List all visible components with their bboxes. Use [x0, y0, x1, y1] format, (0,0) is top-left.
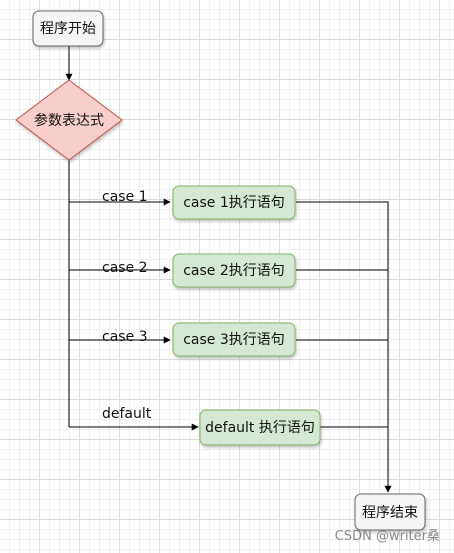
node-end[interactable]: 程序结束 — [354, 493, 426, 531]
edge-label-case2: case 2 — [102, 260, 148, 276]
node-case2-label: case 2执行语句 — [183, 263, 285, 279]
edge-case1-to-end — [296, 201, 392, 493]
node-decision-label: 参数表达式 — [34, 112, 104, 129]
node-case2[interactable]: case 2执行语句 — [172, 253, 296, 288]
node-default[interactable]: default 执行语句 — [199, 409, 321, 446]
edge-label-case3: case 3 — [102, 329, 148, 345]
node-case3[interactable]: case 3执行语句 — [172, 322, 296, 357]
node-start-label: 程序开始 — [40, 21, 96, 37]
node-start[interactable]: 程序开始 — [32, 10, 104, 47]
watermark: CSDN @writer桑 — [334, 529, 440, 544]
edge-label-case1: case 1 — [102, 189, 148, 205]
node-case1[interactable]: case 1执行语句 — [172, 185, 296, 220]
node-case1-label: case 1执行语句 — [183, 195, 285, 211]
node-case3-label: case 3执行语句 — [183, 332, 285, 348]
edge-label-default: default — [102, 406, 152, 422]
node-end-label: 程序结束 — [362, 505, 418, 521]
node-decision[interactable]: 参数表达式 — [15, 79, 123, 161]
edges — [65, 46, 392, 493]
node-default-label: default 执行语句 — [205, 420, 315, 436]
